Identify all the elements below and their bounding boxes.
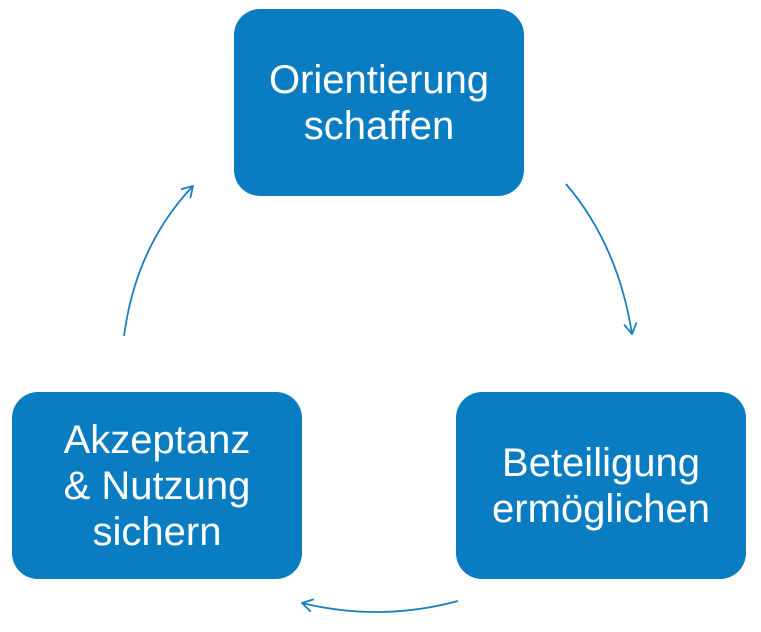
arrow-right-to-left bbox=[301, 598, 459, 613]
node-orientierung-schaffen: Orientierung schaffen bbox=[234, 9, 524, 196]
node-left-line-2: & Nutzung bbox=[63, 463, 251, 508]
node-akzeptanz-nutzung-sichern: Akzeptanz & Nutzung sichern bbox=[12, 392, 302, 579]
arrow-left-to-top bbox=[123, 185, 194, 337]
node-right-line-2: ermöglichen bbox=[492, 486, 710, 531]
node-left-line-3: sichern bbox=[92, 509, 222, 554]
node-beteiligung-ermoeglichen: Beteiligung ermöglichen bbox=[456, 392, 746, 579]
node-left-line-1: Akzeptanz bbox=[63, 417, 251, 462]
node-top-line-1: Orientierung bbox=[268, 57, 490, 102]
arrow-top-to-right bbox=[565, 183, 638, 335]
node-top-line-2: schaffen bbox=[303, 103, 455, 148]
node-right-line-1: Beteiligung bbox=[502, 440, 700, 485]
